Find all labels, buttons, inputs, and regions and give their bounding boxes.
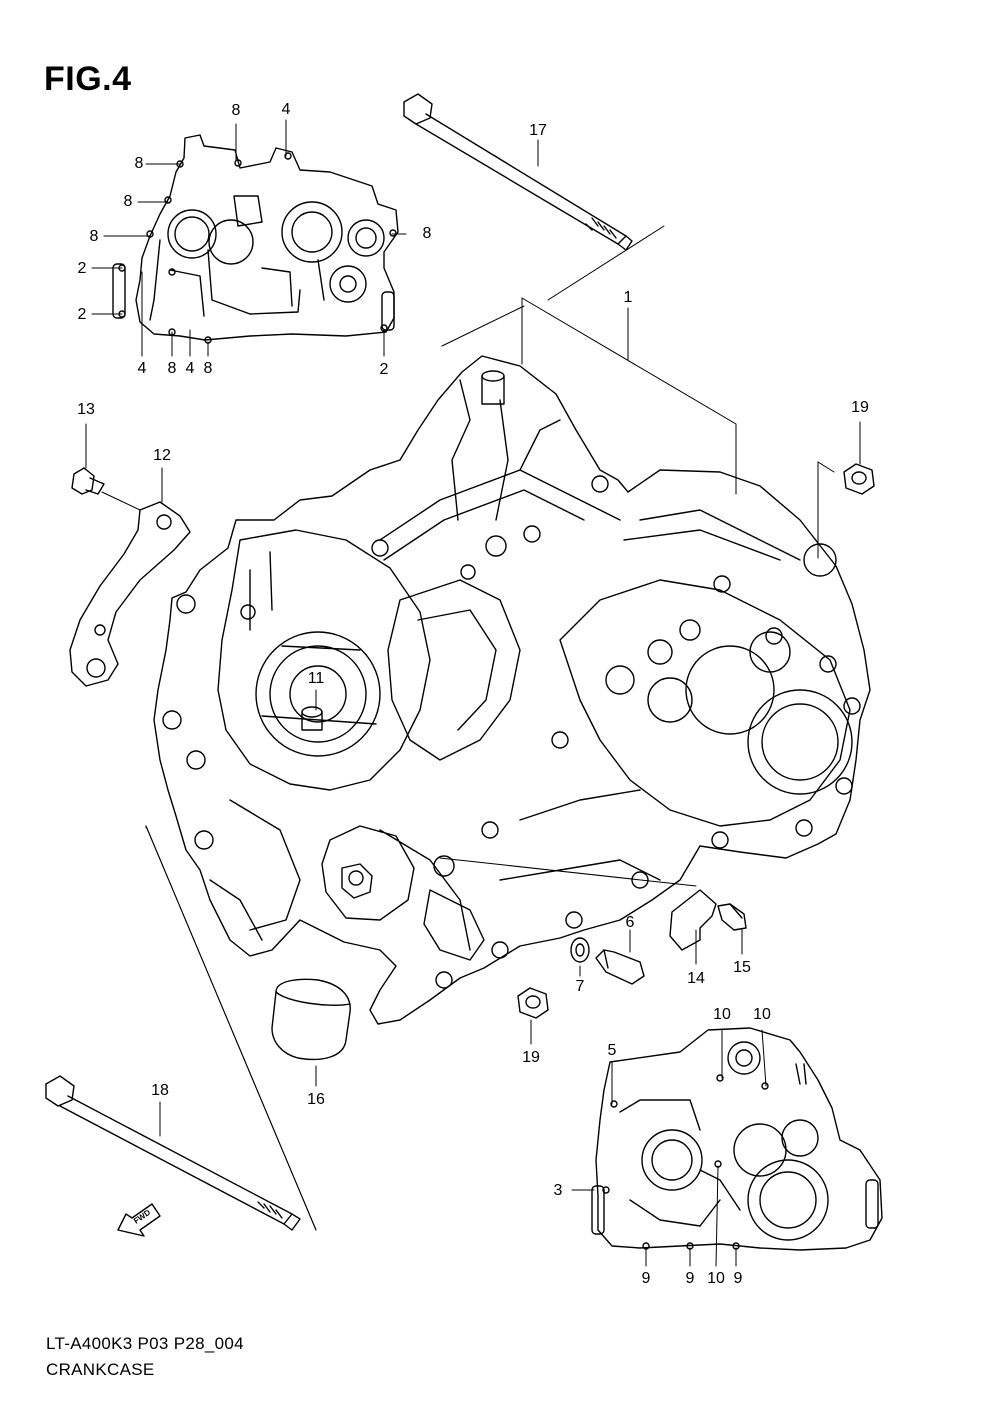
bolt-6 xyxy=(596,950,644,984)
left-crankcase-half-detail xyxy=(113,135,398,343)
callout-9-c: 9 xyxy=(733,1270,743,1287)
cap-16 xyxy=(272,979,350,1059)
gasket-12 xyxy=(70,502,190,686)
screw-15 xyxy=(718,904,746,930)
leader-lines xyxy=(86,120,860,1266)
callout-5: 5 xyxy=(607,1042,617,1059)
callout-8-f: 8 xyxy=(167,360,177,377)
callout-9-b: 9 xyxy=(685,1270,695,1287)
callout-18: 18 xyxy=(151,1082,169,1099)
assembly-bracket-lines xyxy=(102,226,834,1230)
callout-3: 3 xyxy=(553,1182,563,1199)
bolt-18 xyxy=(46,1076,300,1230)
main-crankcase-assembly xyxy=(154,356,870,1024)
section-title: CRANKCASE xyxy=(46,1360,155,1379)
callout-7: 7 xyxy=(575,978,585,995)
model-code: LT-A400K3 P03 P28_004 xyxy=(46,1334,244,1353)
callout-4-b: 4 xyxy=(137,360,147,377)
callout-12: 12 xyxy=(153,447,171,464)
nut-19-bottom xyxy=(518,988,548,1018)
callout-4-c: 4 xyxy=(185,360,195,377)
callout-17: 17 xyxy=(529,122,547,139)
callout-19-bottom: 19 xyxy=(522,1049,540,1066)
callout-14: 14 xyxy=(687,970,705,987)
callout-2-b: 2 xyxy=(77,306,87,323)
callout-8-b: 8 xyxy=(134,155,144,172)
callout-8-c: 8 xyxy=(123,193,133,210)
callout-16: 16 xyxy=(307,1091,325,1108)
callout-2-c: 2 xyxy=(379,361,389,378)
callout-8-a: 8 xyxy=(231,102,241,119)
callout-10-a: 10 xyxy=(713,1006,731,1023)
callout-10-b: 10 xyxy=(753,1006,771,1023)
washer-7 xyxy=(571,938,589,962)
right-crankcase-half-detail xyxy=(592,1028,882,1250)
figure-title: FIG.4 xyxy=(44,60,132,98)
callout-11: 11 xyxy=(307,670,325,687)
callout-13: 13 xyxy=(77,401,95,418)
callout-1: 1 xyxy=(623,289,633,306)
callout-8-e: 8 xyxy=(422,225,432,242)
fwd-arrow-icon: FWD xyxy=(118,1204,160,1236)
callout-19-top: 19 xyxy=(851,399,869,416)
callout-6: 6 xyxy=(625,914,635,931)
callout-10-c: 10 xyxy=(707,1270,725,1287)
callout-4-a: 4 xyxy=(281,101,291,118)
bolt-13 xyxy=(72,468,104,494)
callout-9-a: 9 xyxy=(641,1270,651,1287)
bracket-14 xyxy=(670,890,716,950)
callout-8-g: 8 xyxy=(203,360,213,377)
callout-2-a: 2 xyxy=(77,260,87,277)
bolt-17 xyxy=(404,94,632,250)
nut-19-top xyxy=(844,464,874,494)
callout-15: 15 xyxy=(733,959,751,976)
callout-8-d: 8 xyxy=(89,228,99,245)
